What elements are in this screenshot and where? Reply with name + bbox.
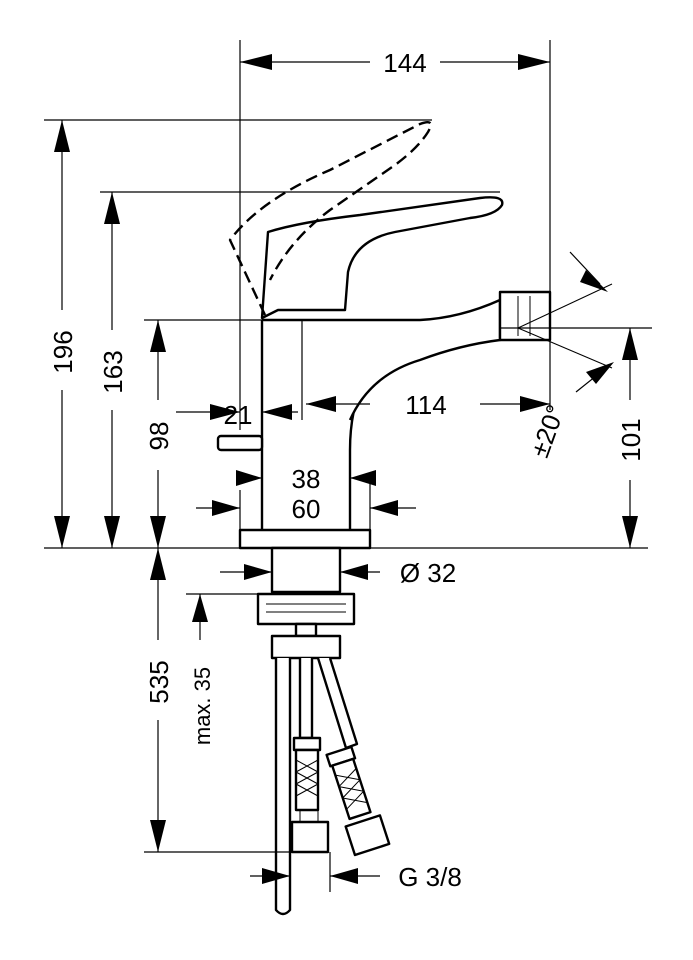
dim-535: 535: [144, 660, 174, 703]
connector-right: [344, 814, 391, 857]
dim-angle: ±20°: [524, 401, 571, 462]
dim-21: 21: [224, 400, 253, 430]
lower-shank: [270, 634, 342, 660]
dim-98: 98: [144, 422, 174, 451]
fitting-left-2: [294, 748, 320, 812]
dim-g38: G 3/8: [398, 862, 462, 892]
lever: [260, 196, 504, 320]
shank: [270, 546, 342, 594]
fitting-left-1: [292, 736, 322, 752]
mount-nut: [256, 592, 356, 626]
hose-left: [298, 658, 314, 740]
lever-raised: [228, 121, 432, 316]
dim-101: 101: [616, 418, 646, 461]
dim-196: 196: [48, 330, 78, 373]
spout: [262, 298, 502, 421]
dim-163: 163: [98, 350, 128, 393]
hose-right: [316, 657, 359, 750]
dim-max-35: max. 35: [190, 667, 215, 745]
drain-rod: [274, 658, 292, 916]
dim-60: 60: [292, 494, 321, 524]
nut-screw: [294, 622, 318, 638]
base-plate: [238, 528, 372, 550]
connector-left: [290, 820, 330, 854]
dim-diameter: Ø 32: [400, 558, 456, 588]
dim-144: 144: [383, 48, 426, 78]
dim-38: 38: [292, 464, 321, 494]
dim-114: 114: [405, 390, 446, 420]
popup-rod: [216, 434, 264, 452]
aerator: [498, 290, 552, 342]
dimension-lines: [44, 40, 652, 892]
faucet-body: [216, 121, 552, 916]
